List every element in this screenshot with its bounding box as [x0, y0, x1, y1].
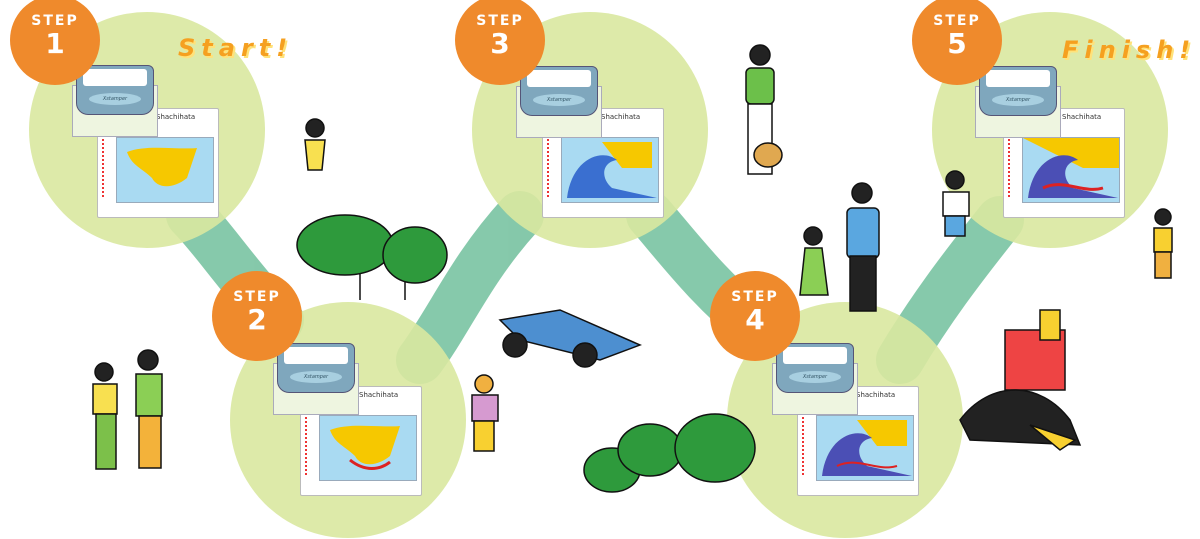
card-side-text: [102, 139, 107, 197]
wave-artwork-blue-layer: [561, 137, 659, 203]
step-label: STEP: [476, 13, 524, 29]
card-brand: Shachihata: [1062, 113, 1102, 121]
stamp-5: Xstamper: [975, 66, 1061, 138]
card-brand: Shachihata: [856, 391, 896, 399]
card-brand: Shachihata: [156, 113, 196, 121]
stamp-card-4: Shachihata: [797, 386, 919, 496]
start-label: Start!: [178, 34, 294, 62]
card-side-text: [305, 417, 310, 475]
wave-artwork-complete: [1022, 137, 1120, 203]
step-label: STEP: [233, 289, 281, 305]
finish-label: Finish!: [1062, 36, 1197, 64]
step-number: 3: [490, 27, 510, 60]
stamp-card-2: Shachihata: [300, 386, 422, 496]
trees: [296, 214, 756, 493]
step-badge-5: STEP 5: [912, 0, 1002, 85]
race-car: [498, 309, 642, 368]
step-number: 5: [947, 27, 967, 60]
step-number: 4: [745, 303, 765, 336]
stamp-card-1: Shachihata: [97, 108, 219, 218]
step-badge-1: STEP 1: [10, 0, 100, 85]
step-badge-3: STEP 3: [455, 0, 545, 85]
card-side-text: [1008, 139, 1013, 197]
card-side-text: [547, 139, 552, 197]
card-side-text: [802, 417, 807, 475]
step-label: STEP: [731, 289, 779, 305]
stamp-2: Xstamper: [273, 343, 359, 415]
step-label: STEP: [31, 13, 79, 29]
stamp-logo: Xstamper: [789, 371, 841, 383]
stamp-logo: Xstamper: [290, 371, 342, 383]
wave-artwork-wave-outline: [116, 137, 214, 203]
stamp-4: Xstamper: [772, 343, 858, 415]
stamp-logo: Xstamper: [89, 93, 141, 105]
step-badge-2: STEP 2: [212, 271, 302, 361]
step-badge-4: STEP 4: [710, 271, 800, 361]
ship-train: [959, 309, 1082, 451]
stamp-logo: Xstamper: [992, 94, 1044, 106]
step-number: 1: [45, 27, 65, 60]
wave-artwork-red-lines: [319, 415, 417, 481]
stamp-1: Xstamper: [72, 65, 158, 137]
step-label: STEP: [933, 13, 981, 29]
card-brand: Shachihata: [601, 113, 641, 121]
step-number: 2: [247, 303, 267, 336]
stamp-logo: Xstamper: [533, 94, 585, 106]
stamp-3: Xstamper: [516, 66, 602, 138]
card-brand: Shachihata: [359, 391, 399, 399]
wave-artwork-purple-layer: [816, 415, 914, 481]
people: [92, 44, 1173, 470]
